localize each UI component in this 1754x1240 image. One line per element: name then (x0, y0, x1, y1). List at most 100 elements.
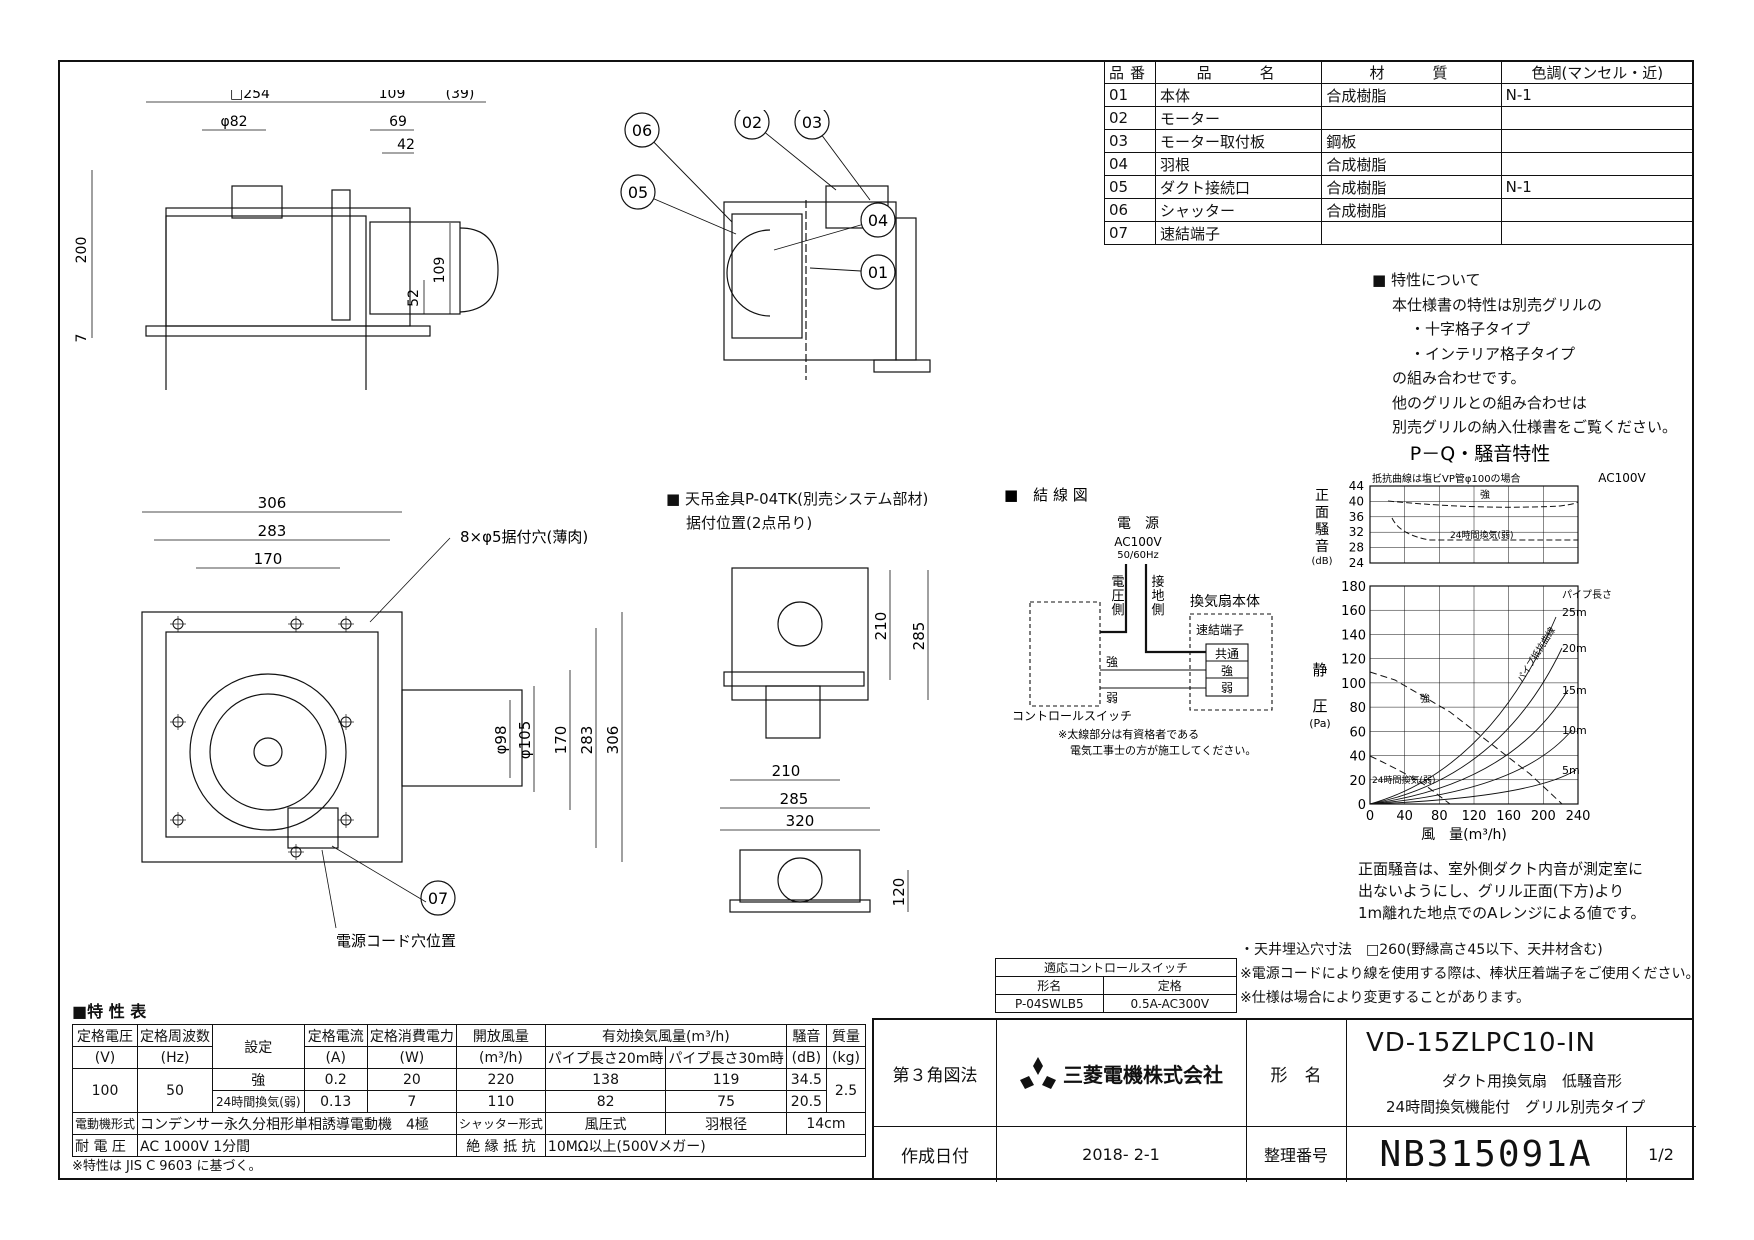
noise-note-line: 出ないようにし、グリル正面(下方)より (1358, 882, 1625, 900)
resistance-curve-10m (1369, 729, 1573, 805)
perf-h-setting: 設定 (212, 1024, 305, 1069)
perf-h-noise: 騒音 (785, 1024, 827, 1047)
mount-holes-label: 8×φ5据付穴(薄肉) (460, 528, 588, 546)
perf-voltage: 100 (71, 1068, 139, 1113)
x-axis-label: 風 量(m³/h) (1421, 827, 1507, 843)
table-row: 電動機形式 コンデンサー永久分相形単相誘導電動機 4極 シャッター形式 風圧式 … (71, 1112, 867, 1135)
dimension-lines (91, 101, 486, 338)
part-name: モーター取付板 (1155, 129, 1323, 153)
characteristics-line: ・十字格子タイプ (1410, 320, 1531, 338)
plan-dim-170: 170 (254, 550, 283, 568)
perf-h-eff: 有効換気風量(m³/h) (544, 1024, 787, 1047)
wire-live (1100, 564, 1128, 634)
part-no: 03 (1103, 129, 1157, 153)
perf-h-power-unit: (W) (366, 1046, 457, 1069)
perf-h-power: 定格消費電力 (366, 1024, 457, 1047)
pq-label-strong: 強 (1420, 692, 1430, 705)
noise-tick-label: 32 (1349, 525, 1364, 539)
perf-withstand-value: AC 1000V 1分間 (137, 1134, 457, 1157)
perf-h-current-unit: (A) (303, 1046, 368, 1069)
install-note: ※仕様は場合により変更することがあります。 (1240, 990, 1531, 1006)
wiring-switch-label: コントロールスイッチ (1012, 709, 1132, 723)
install-note: ※電源コードにより線を使用する際は、棒状圧着端子をご使用ください。 (1240, 966, 1700, 982)
perf-h-voltage-unit: (V) (71, 1046, 139, 1069)
pressure-ylabel: 静 圧 (Pa) (1309, 661, 1330, 730)
noise-ylabel-char: 騒 (1315, 522, 1329, 538)
callout-number: 06 (632, 121, 652, 140)
cord-hole-label: 電源コード穴位置 (336, 932, 456, 950)
pipe-length-25: 25m (1562, 606, 1587, 619)
install-note: ・天井埋込穴寸法 □260(野縁高さ45以下、天井材含む) (1240, 942, 1603, 958)
characteristics-line: 他のグリルとの組み合わせは (1392, 393, 1587, 412)
perf-table: 定格電圧 定格周波数 設定 定格電流 定格消費電力 開放風量 有効換気風量(m³… (71, 1024, 867, 1157)
part-color: N-1 (1500, 175, 1695, 199)
dim-52: 52 (406, 289, 422, 307)
bracket-front-hole (777, 857, 823, 903)
perf-withstand-label: 耐 電 圧 (71, 1134, 139, 1157)
perf-h-mass: 質量 (825, 1024, 867, 1047)
pressure-tick-label: 180 (1341, 580, 1366, 595)
install-notes: ・天井埋込穴寸法 □260(野縁高さ45以下、天井材含む) ※電源コードにより線… (1240, 938, 1699, 1010)
motor-housing (231, 185, 283, 219)
part-no: 02 (1103, 106, 1157, 130)
bracket-body-top (731, 567, 869, 701)
part-no: 05 (1103, 175, 1157, 199)
noise-tick-label: 28 (1349, 541, 1364, 555)
wiring-side2-char: 側 (1151, 603, 1164, 618)
perf-blade-value: 14cm (785, 1112, 867, 1135)
plan-dim-105: φ105 (516, 721, 534, 760)
noise-note-line: 正面騒音は、室外側ダクト内音が測定室に (1358, 860, 1644, 878)
pressure-ylabel-char: 静 (1312, 661, 1327, 679)
part-material: 合成樹脂 (1321, 175, 1502, 199)
callout-circle (624, 112, 660, 148)
callout-circle (734, 110, 770, 140)
projection-method: 第３角図法 (874, 1020, 997, 1127)
perf-h-voltage: 定格電圧 (71, 1024, 139, 1047)
perf-eff30: 75 (665, 1090, 787, 1113)
part-color (1500, 106, 1695, 130)
duct-outlet-curve (459, 227, 499, 313)
pq-curve-24h (1369, 755, 1451, 805)
part-no: 01 (1103, 83, 1157, 107)
bracket-drawing: 210 285 210 285 320 120 (720, 567, 929, 913)
callout-number: 05 (628, 183, 648, 202)
callout-leader (637, 191, 737, 235)
perf-eff20: 82 (544, 1090, 667, 1113)
plan-dim-283-v: 283 (578, 726, 596, 755)
callout-circle (860, 254, 896, 290)
pq-chart-subtitle: 抵抗曲線は塩ビVP管φ100の場合 (1372, 472, 1521, 485)
part-name: 羽根 (1155, 152, 1323, 176)
characteristics-title: ■ 特性について (1372, 271, 1481, 289)
bracket-dim-210: 210 (772, 762, 801, 780)
x-tick-label: 120 (1462, 809, 1487, 824)
part-material: 合成樹脂 (1321, 152, 1502, 176)
parts-header-name: 品 名 (1155, 60, 1323, 84)
control-switch-rating: 0.5A-AC300V (1102, 994, 1238, 1013)
wire-ground (1144, 564, 1206, 654)
dim-109: 109 (379, 90, 406, 102)
number-label: 整理番号 (1246, 1126, 1347, 1182)
perf-power: 7 (366, 1090, 457, 1113)
wiring-side1-char: 電 (1111, 575, 1124, 590)
duct-connector (369, 221, 461, 315)
table-row: 耐 電 圧 AC 1000V 1分間 絶 縁 抵 抗 10MΩ以上(500Vメガ… (71, 1134, 867, 1157)
perf-eff30: 119 (665, 1068, 787, 1091)
wiring-side2-char: 接 (1151, 574, 1164, 590)
model-desc1: ダクト用換気扇 低騒音形 (1442, 1072, 1623, 1090)
wiring-weak: 弱 (1106, 691, 1118, 705)
perf-h-eff30: パイプ長さ30m時 (665, 1046, 787, 1069)
perf-setting: 強 (212, 1068, 305, 1091)
wiring-side1-char: 圧 (1111, 589, 1124, 604)
perf-h-current: 定格電流 (303, 1024, 368, 1047)
characteristics-line: の組み合わせです。 (1392, 369, 1526, 387)
mount-holes (170, 616, 354, 860)
wiring-side1-char: 側 (1111, 603, 1124, 618)
part-no: 07 (1103, 221, 1157, 245)
characteristics-note: ■ 特性について 本仕様書の特性は別売グリルの ・十字格子タイプ ・インテリア格… (1372, 268, 1677, 440)
section-flange (873, 359, 931, 373)
